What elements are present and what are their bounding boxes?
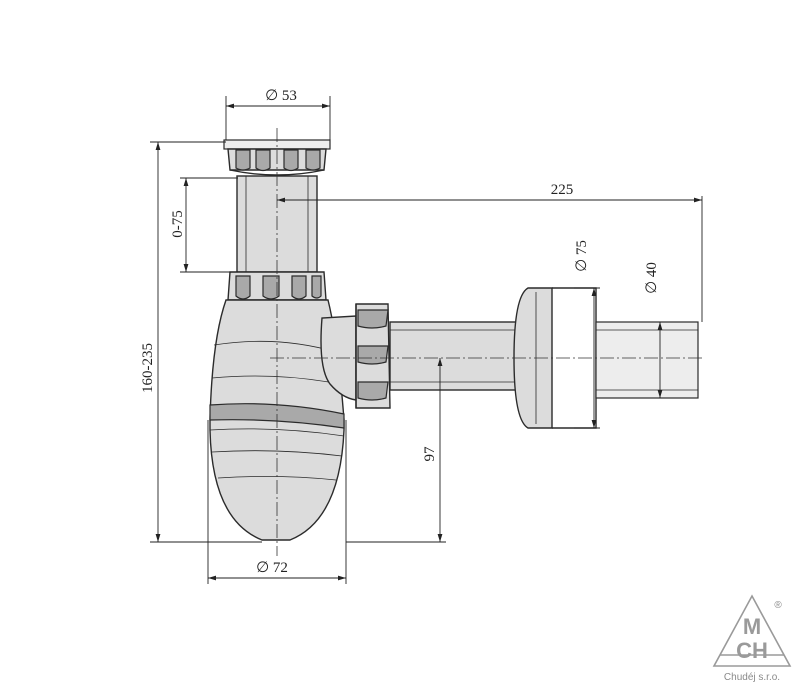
dimension-horizontal-length: 225 — [277, 182, 703, 322]
top-inlet-cap — [223, 139, 331, 176]
wall-pipe-end — [595, 321, 699, 399]
dimension-top-diameter: ∅ 53 — [225, 88, 331, 140]
logo-letters-bottom: CH — [736, 638, 768, 663]
dimension-outlet-height: 97 — [346, 358, 446, 543]
registered-mark: ® — [774, 600, 782, 611]
dimension-pipe-diameter: ∅ 40 — [644, 262, 663, 398]
dimension-rosette-diameter: ∅ 75 — [574, 240, 600, 429]
company-logo: M CH ® Chudéj s.r.o. — [712, 594, 792, 683]
company-name: Chudéj s.r.o. — [724, 672, 780, 683]
label-rosette-diameter: ∅ 75 — [574, 240, 590, 272]
dimension-total-height: 160-235 — [140, 141, 262, 543]
label-pipe-diameter: ∅ 40 — [644, 262, 660, 294]
dimension-adjust-range: 0-75 — [170, 177, 238, 273]
label-horizontal-length: 225 — [551, 182, 574, 198]
dimension-bottom-diameter: ∅ 72 — [207, 420, 347, 584]
outlet-pipe — [389, 321, 517, 391]
label-adjust-range: 0-75 — [170, 210, 186, 238]
label-bottom-diameter: ∅ 72 — [256, 560, 288, 576]
label-outlet-height: 97 — [422, 446, 438, 462]
logo-letters-top: M — [743, 614, 761, 639]
label-top-diameter: ∅ 53 — [265, 88, 297, 104]
label-total-height: 160-235 — [140, 343, 156, 393]
